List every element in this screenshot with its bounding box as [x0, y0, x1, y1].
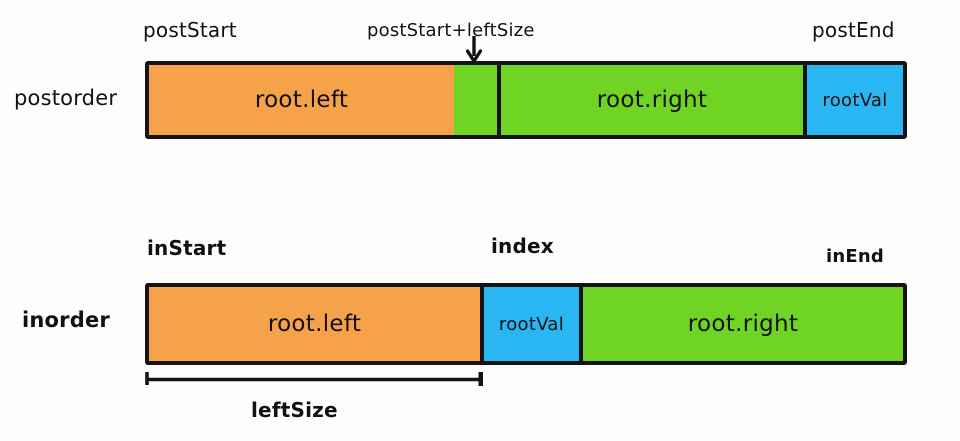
- marker-label-inend: inEnd: [826, 246, 884, 267]
- inorder-segment-root-right: root.right: [583, 287, 903, 361]
- marker-label-poststart-plus-leftsize: postStart+leftSize: [367, 20, 535, 41]
- leftsize-measure-bracket: [145, 372, 483, 386]
- postorder-segment-root-left: root.left: [149, 65, 454, 135]
- postorder-segment-rootval: rootVal: [803, 65, 903, 135]
- measure-label-leftsize: leftSize: [251, 398, 338, 422]
- inorder-bar: root.left rootVal root.right: [145, 283, 907, 365]
- postorder-segment-root-right: root.right: [501, 65, 803, 135]
- row-label-inorder: inorder: [22, 308, 110, 332]
- marker-label-instart: inStart: [147, 236, 227, 260]
- row-label-postorder: postorder: [14, 86, 118, 110]
- down-arrow-icon: [466, 36, 482, 62]
- inorder-segment-root-left: root.left: [149, 287, 480, 361]
- marker-label-postend: postEnd: [812, 18, 895, 42]
- marker-label-poststart: postStart: [143, 18, 237, 42]
- marker-label-index: index: [491, 234, 554, 258]
- postorder-bar: root.left root.right rootVal: [145, 61, 907, 139]
- postorder-segment-gap: [454, 65, 501, 135]
- inorder-segment-rootval: rootVal: [480, 287, 583, 361]
